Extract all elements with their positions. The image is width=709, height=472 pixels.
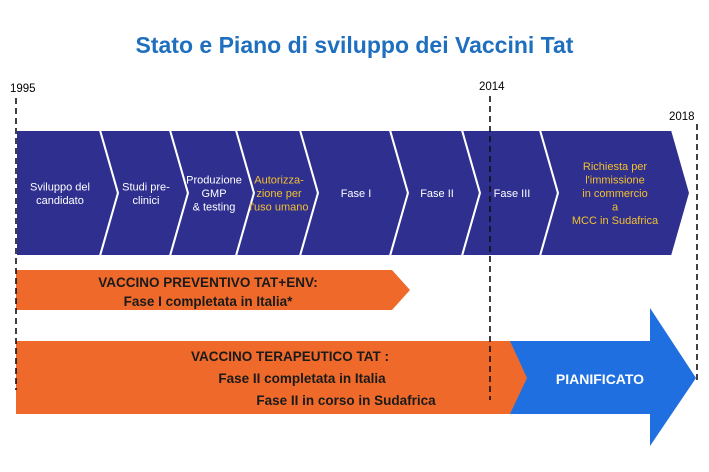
page-title: Stato e Piano di sviluppo dei Vaccini Ta… — [135, 32, 574, 58]
planned-arrow-shape — [490, 308, 696, 446]
stage-label-line: candidato — [36, 195, 84, 207]
stage-chevron: Autorizza-zione per l'uso umano — [234, 129, 320, 257]
therapeutic-bar-line2: Fase II completata in Italia — [218, 371, 386, 386]
stage-label-line: Fase III — [494, 188, 531, 200]
stage-label-line: Sviluppo del — [30, 181, 90, 193]
preventive-bar-shape — [16, 270, 410, 310]
therapeutic-bar-shape — [16, 341, 527, 414]
stage-chevron: Studi pre-clinici — [98, 129, 190, 257]
stage-label-line: GMP — [201, 188, 226, 200]
stage-chevron-shape — [538, 129, 692, 257]
stage-label-line: a — [612, 202, 619, 214]
stage-chevron: Sviluppo del candidato — [15, 129, 120, 257]
stage-label-line: Fase II — [420, 188, 454, 200]
planned-label: PIANIFICATO — [556, 371, 644, 387]
therapeutic-bar-line1: VACCINO TERAPEUTICO TAT : — [191, 349, 389, 364]
stage-label-line: & testing — [193, 202, 236, 214]
stage-label-line: MCC in Sudafrica — [572, 215, 659, 227]
stage-label-line: in commercio — [582, 188, 647, 200]
stage-label-line: Produzione — [186, 175, 242, 187]
year-label-2018: 2018 — [669, 111, 695, 123]
stage-label-line: clinici — [133, 195, 160, 207]
preventive-vaccine-bar: VACCINO PREVENTIVO TAT+ENV: Fase I compl… — [16, 270, 410, 310]
therapeutic-vaccine-bar: VACCINO TERAPEUTICO TAT : Fase II comple… — [16, 341, 527, 414]
stage-label-line: Richiesta per — [583, 161, 648, 173]
preventive-bar-line2: Fase I completata in Italia* — [124, 294, 294, 309]
therapeutic-bar-line3: Fase II in corso in Sudafrica — [256, 393, 436, 408]
stage-label-line: Fase I — [341, 188, 372, 200]
stage-label-line: l'immissione — [585, 175, 645, 187]
stage-label-line: zione per — [256, 188, 302, 200]
stage-label-line: Studi pre- — [122, 181, 170, 193]
preventive-bar-line1: VACCINO PREVENTIVO TAT+ENV: — [98, 275, 317, 290]
year-label-1995: 1995 — [10, 83, 36, 95]
planned-arrow: PIANIFICATO — [490, 308, 696, 446]
year-label-2014: 2014 — [479, 81, 505, 93]
stage-label-line: Autorizza- — [254, 175, 304, 187]
stage-label-line: l'uso umano — [250, 202, 309, 214]
